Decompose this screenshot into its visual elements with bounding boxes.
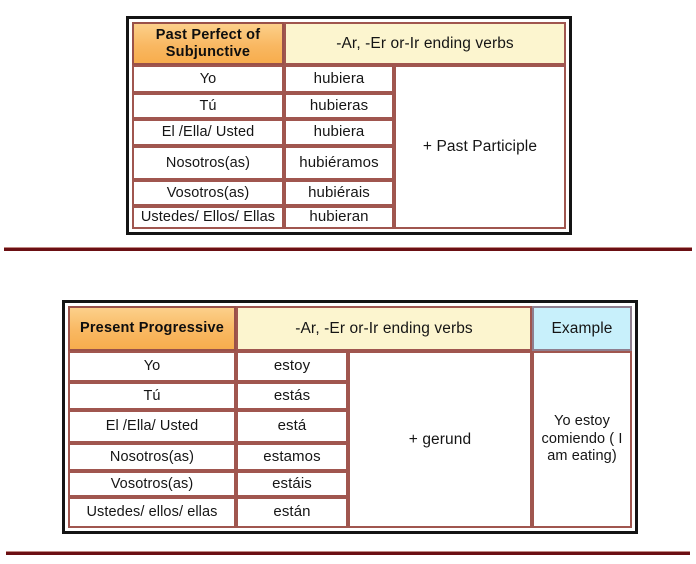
note-column: + gerund <box>348 351 532 528</box>
section-divider <box>6 551 690 555</box>
header-col-verbs: -Ar, -Er or-Ir ending verbs <box>284 22 566 65</box>
pronoun-column: Yo Tú El /Ella/ Usted Nosotros(as) Vosot… <box>68 351 236 528</box>
example-column: Yo estoy comiendo ( I am eating) <box>532 351 632 528</box>
table-row: Yo <box>132 65 284 93</box>
pronoun-column: Yo Tú El /Ella/ Usted Nosotros(as) Vosot… <box>132 65 284 229</box>
note-column: + Past Participle <box>394 65 566 229</box>
past-participle-note-cell: + Past Participle <box>394 65 566 229</box>
verb-endings-cell: -Ar, -Er or-Ir ending verbs <box>284 22 566 65</box>
table-row: Ustedes/ Ellos/ Ellas <box>132 206 284 229</box>
table-body-row: Yo Tú El /Ella/ Usted Nosotros(as) Vosot… <box>68 351 632 528</box>
header-col-verbs: -Ar, -Er or-Ir ending verbs <box>236 306 532 351</box>
verb-form-cell: estáis <box>236 471 348 497</box>
table-row: Ustedes/ ellos/ ellas <box>68 497 236 528</box>
header-col-tense: Past Perfect of Subjunctive <box>132 22 284 65</box>
verb-form-cell: hubieras <box>284 93 394 119</box>
verb-form-cell: hubiérais <box>284 180 394 206</box>
table-body-row: Yo Tú El /Ella/ Usted Nosotros(as) Vosot… <box>132 65 566 229</box>
table-header-row: Present Progressive -Ar, -Er or-Ir endin… <box>68 306 632 351</box>
verb-form-cell: está <box>236 410 348 443</box>
verb-form-cell: estás <box>236 382 348 410</box>
gerund-note-cell: + gerund <box>348 351 532 528</box>
table-row: Tú <box>132 93 284 119</box>
table-row: Vosotros(as) <box>68 471 236 497</box>
verb-endings-cell: -Ar, -Er or-Ir ending verbs <box>236 306 532 351</box>
verb-form-cell: estamos <box>236 443 348 471</box>
conjugation-table-past-perfect-subjunctive: Past Perfect of Subjunctive -Ar, -Er or-… <box>126 16 572 235</box>
table-header-row: Past Perfect of Subjunctive -Ar, -Er or-… <box>132 22 566 65</box>
table-row: El /Ella/ Usted <box>68 410 236 443</box>
table-row: Tú <box>68 382 236 410</box>
verb-form-column: hubiera hubieras hubiera hubiéramos hubi… <box>284 65 394 229</box>
verb-form-cell: hubiéramos <box>284 146 394 180</box>
conjugation-table-present-progressive: Present Progressive -Ar, -Er or-Ir endin… <box>62 300 638 534</box>
example-header-cell: Example <box>532 306 632 351</box>
verb-form-cell: estoy <box>236 351 348 382</box>
verb-form-column: estoy estás está estamos estáis están <box>236 351 348 528</box>
header-col-tense: Present Progressive <box>68 306 236 351</box>
tense-title-cell: Present Progressive <box>68 306 236 351</box>
table-row: Vosotros(as) <box>132 180 284 206</box>
section-divider <box>4 247 692 251</box>
header-col-example: Example <box>532 306 632 351</box>
table-row: Yo <box>68 351 236 382</box>
table-row: Nosotros(as) <box>68 443 236 471</box>
table-row: El /Ella/ Usted <box>132 119 284 146</box>
example-sentence-cell: Yo estoy comiendo ( I am eating) <box>532 351 632 528</box>
verb-form-cell: hubiera <box>284 119 394 146</box>
table-row: Nosotros(as) <box>132 146 284 180</box>
verb-form-cell: hubiera <box>284 65 394 93</box>
tense-title-cell: Past Perfect of Subjunctive <box>132 22 284 65</box>
verb-form-cell: están <box>236 497 348 528</box>
verb-form-cell: hubieran <box>284 206 394 229</box>
